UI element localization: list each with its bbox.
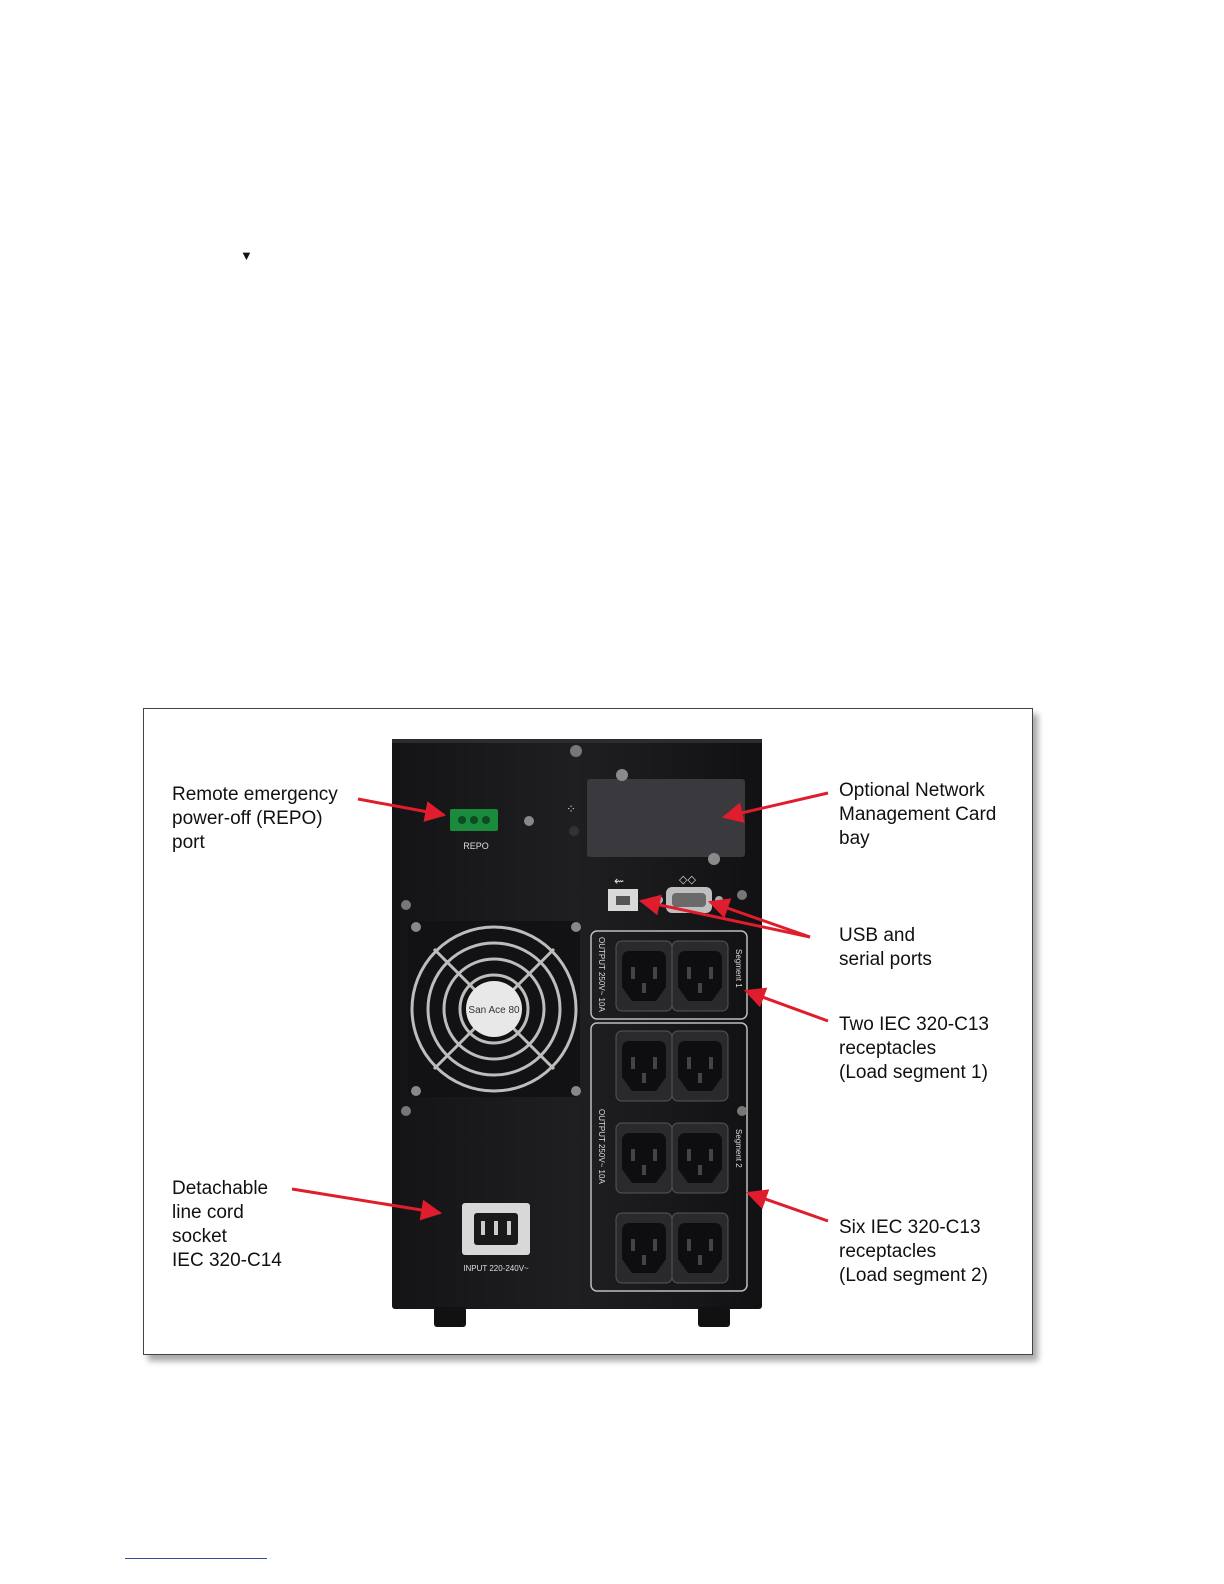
c13-receptacle-icon bbox=[615, 940, 673, 1012]
led-indicator bbox=[569, 826, 579, 836]
network-icon: ⁘ bbox=[566, 802, 576, 816]
footnote-separator bbox=[125, 1558, 267, 1559]
c13-receptacle-icon bbox=[615, 1122, 673, 1194]
arrow-nmc bbox=[721, 791, 829, 823]
foot-left bbox=[434, 1307, 466, 1327]
usb-icon: ⇜ bbox=[614, 874, 624, 888]
arrow-usb bbox=[638, 894, 811, 939]
arrow-linecord bbox=[291, 1187, 443, 1221]
screw-icon bbox=[571, 922, 581, 932]
screw-icon bbox=[737, 1106, 747, 1116]
nmc-bay-cover bbox=[587, 779, 745, 857]
serial-icon: ◇◇ bbox=[679, 874, 696, 886]
screw-icon bbox=[524, 816, 534, 826]
screw-icon bbox=[411, 922, 421, 932]
screw-icon bbox=[401, 900, 411, 910]
arrow-seg2 bbox=[746, 1189, 829, 1223]
arrow-repo bbox=[357, 797, 447, 822]
screw-icon bbox=[571, 1086, 581, 1096]
c13-receptacle-icon bbox=[671, 1122, 729, 1194]
screw-icon bbox=[616, 769, 628, 781]
screw-icon bbox=[570, 745, 582, 757]
fan-guard-icon bbox=[410, 925, 578, 1093]
list-bullet-marker: ▼ bbox=[240, 248, 253, 263]
segment1-label: Segment 1 bbox=[734, 949, 743, 988]
fan-brand-label: San Ace 80 bbox=[468, 1005, 520, 1016]
segment2-outlet-group bbox=[590, 1022, 748, 1292]
ups-rear-panel-illustration: REPO ⁘ ⇜ ◇◇ San Ace bbox=[291, 739, 829, 1327]
input-rating-label: INPUT 220-240V~ bbox=[463, 1264, 529, 1273]
c13-receptacle-icon bbox=[671, 1030, 729, 1102]
repo-port-label: REPO bbox=[463, 841, 489, 851]
arrow-seg1 bbox=[744, 987, 829, 1023]
screw-icon bbox=[401, 1106, 411, 1116]
fan-hub bbox=[466, 981, 522, 1037]
c13-receptacle-icon bbox=[615, 1212, 673, 1284]
screw-icon bbox=[737, 890, 747, 900]
segment2-output-rating: OUTPUT 250V~ 10A bbox=[597, 1109, 606, 1184]
screw-icon bbox=[708, 853, 720, 865]
callout-arrows bbox=[291, 791, 829, 1223]
c13-receptacle-icon bbox=[615, 1030, 673, 1102]
c13-receptacle-icon bbox=[671, 1212, 729, 1284]
segment1-outlet-group bbox=[590, 930, 748, 1020]
foot-right bbox=[698, 1307, 730, 1327]
segment2-label: Segment 2 bbox=[734, 1129, 743, 1168]
screw-icon bbox=[411, 1086, 421, 1096]
segment1-output-rating: OUTPUT 250V~ 10A bbox=[597, 937, 606, 1012]
arrow-serial bbox=[708, 898, 811, 939]
c13-receptacle-icon bbox=[671, 940, 729, 1012]
figure-frame: REPO ⁘ ⇜ ◇◇ San Ace bbox=[143, 708, 1033, 1355]
